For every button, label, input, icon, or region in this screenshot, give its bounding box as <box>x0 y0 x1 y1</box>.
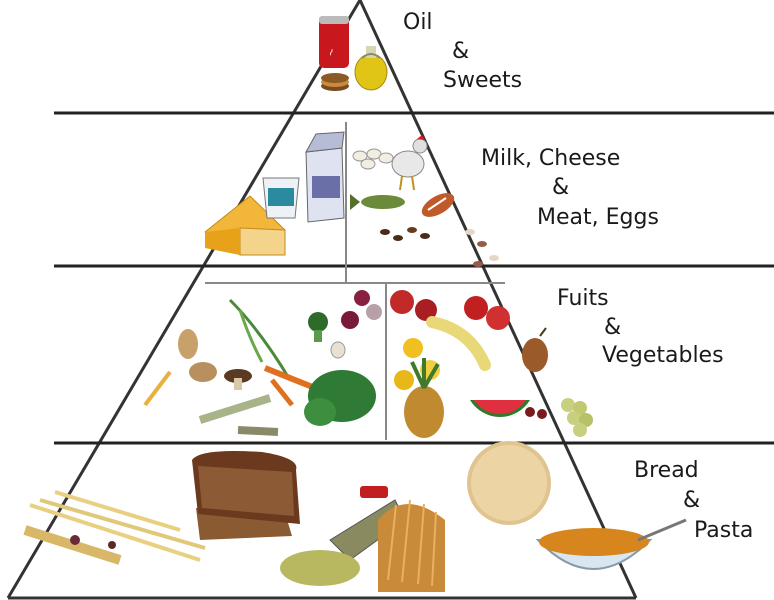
spinach-icon <box>304 370 376 426</box>
broccoli-icon <box>308 312 328 342</box>
cookies-icon <box>321 73 349 91</box>
pear-icon <box>522 327 548 372</box>
cheese-icon <box>204 195 286 256</box>
tier-bread-pasta-label-line-2: & <box>683 488 701 513</box>
tier-dividers <box>54 111 774 445</box>
pineapple-icon <box>404 358 444 438</box>
beans-icon <box>380 227 499 267</box>
carrot-icon <box>228 298 317 407</box>
cherries-icon <box>525 407 547 419</box>
pasta-icon <box>23 490 206 565</box>
yogurt-cup-icon <box>262 177 300 219</box>
tier-milk-meat-label-line-1: Milk, Cheese <box>481 146 621 171</box>
radish-icon <box>341 290 382 329</box>
tier-oil-sweets-label-line-1: Oil <box>403 10 433 35</box>
chicken-icon <box>391 135 428 191</box>
tier-milk-meat-label-line-3: Meat, Eggs <box>537 205 659 230</box>
inner-separators <box>205 122 505 440</box>
tier-milk-meat-label-line-2: & <box>552 175 570 200</box>
potato-icon <box>178 329 217 382</box>
tier-fruits-vegetables-label-line-1: Fuits <box>557 286 609 311</box>
tier-bread-pasta-label-line-3: Pasta <box>694 518 754 543</box>
apple-icon <box>390 290 510 330</box>
tier-oil-sweets-label-line-3: Sweets <box>443 68 523 93</box>
sausage-icon <box>421 193 455 217</box>
tier-fruits-vegetables-label-line-3: Vegetables <box>602 343 724 368</box>
pyramid-outline <box>6 0 638 600</box>
soda-can-icon: ~ <box>319 16 349 68</box>
olive-oil-bottle-icon <box>354 46 388 91</box>
grapes-icon <box>561 398 593 437</box>
tier-bread-pasta-label-line-1: Bread <box>634 458 699 483</box>
watermelon-icon <box>470 400 530 417</box>
banana-icon <box>426 316 491 371</box>
mushroom-icon <box>224 341 346 390</box>
leek-icon <box>143 370 279 436</box>
eggs-icon <box>352 148 394 170</box>
wheat-icon <box>378 499 445 592</box>
lemon-icon <box>394 338 440 390</box>
svg-text:~: ~ <box>325 47 338 59</box>
milk-carton-icon <box>305 131 345 223</box>
bread-slice-icon <box>192 451 300 540</box>
tier-fruits-vegetables-label-line-2: & <box>604 315 622 340</box>
tier-oil-sweets-label-line-2: & <box>452 39 470 64</box>
fish-icon <box>350 194 405 210</box>
pita-bread-icon <box>467 441 551 525</box>
cereal-bowl-icon <box>535 518 687 570</box>
